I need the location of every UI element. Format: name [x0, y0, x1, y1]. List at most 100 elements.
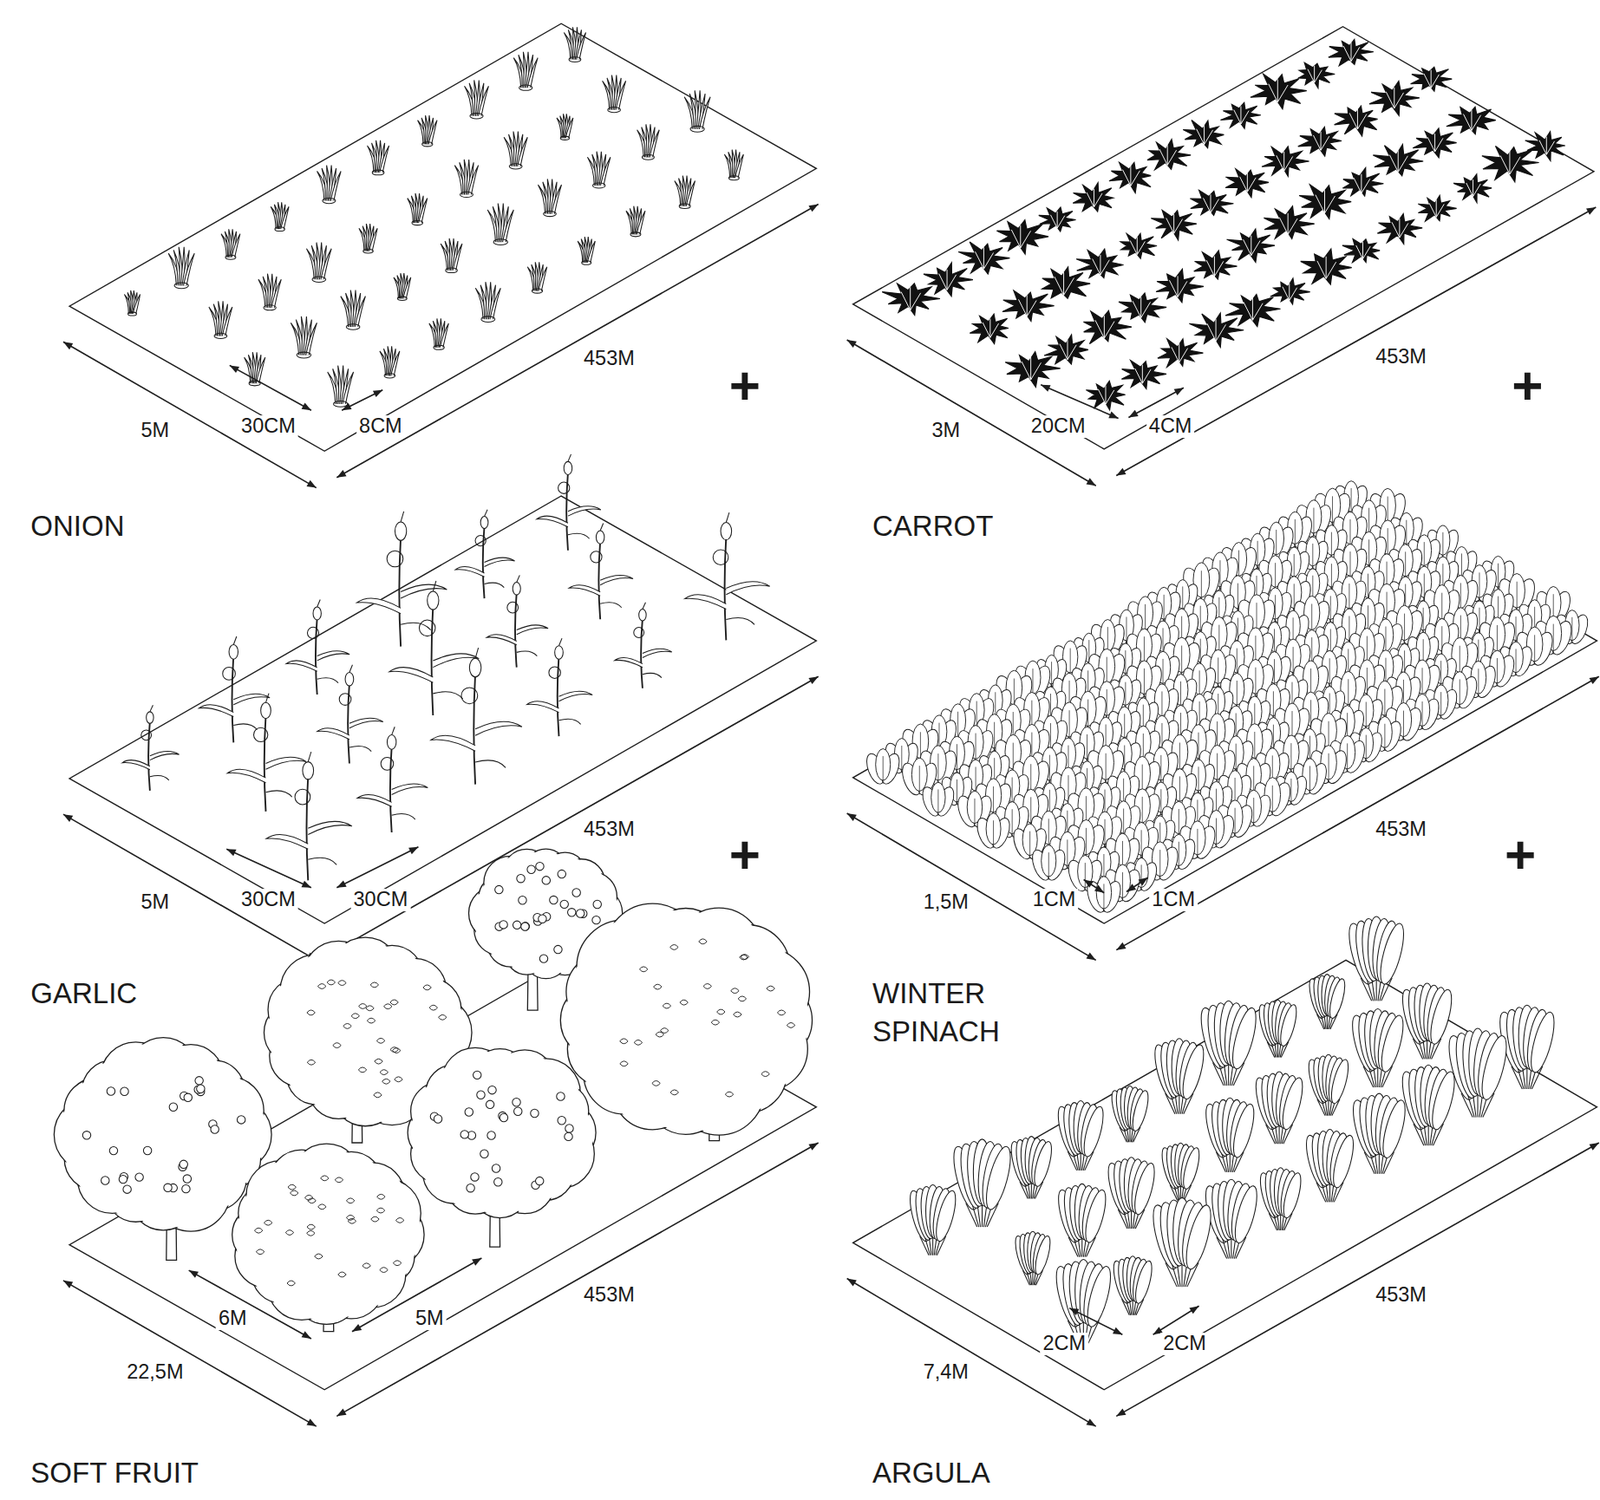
- spinach-vein: [1105, 753, 1107, 784]
- carrot-top: [1334, 105, 1378, 137]
- fruit: [499, 920, 508, 929]
- onion-leaf: [600, 156, 611, 186]
- carrot-vein: [1317, 256, 1337, 280]
- garlic-bud: [427, 591, 439, 610]
- garlic-leaf: [349, 718, 384, 729]
- fruit: [118, 1175, 127, 1183]
- argula-leaf: [1375, 921, 1409, 987]
- carrot-vein: [1343, 42, 1360, 62]
- fruit: [499, 1113, 508, 1122]
- spinach-vein: [1159, 849, 1161, 881]
- onion-leaf: [369, 228, 378, 251]
- tree-leaf-detail: [438, 1014, 447, 1020]
- garlic-leaf: [150, 751, 180, 761]
- garlic-leaf: [150, 775, 170, 780]
- tree-leaf-detail: [255, 1249, 264, 1255]
- dimension-line: [336, 203, 818, 477]
- tree-leaf-detail: [346, 1214, 354, 1221]
- fruit: [539, 954, 548, 963]
- onion-leaf: [342, 372, 354, 405]
- garlic-scape: [418, 620, 436, 637]
- tree-leaf-detail: [724, 1091, 733, 1098]
- garlic-bud: [302, 762, 314, 780]
- spinach-vein: [1237, 583, 1239, 613]
- tree-leaf-detail: [370, 982, 379, 988]
- garlic-leaf: [400, 622, 432, 630]
- onion-base: [274, 227, 285, 232]
- spinach-vein: [1084, 862, 1086, 891]
- spinach-vein: [1048, 818, 1050, 849]
- carrot-vein: [1353, 174, 1371, 194]
- dimension-line: [336, 1142, 818, 1417]
- spinach-vein: [1496, 658, 1498, 687]
- fruit: [488, 1085, 497, 1094]
- spinach-vein: [1365, 702, 1367, 731]
- carrot-vein: [1349, 109, 1367, 130]
- garlic-tip: [391, 726, 396, 735]
- tree-leaf-detail: [374, 1058, 383, 1065]
- tree-leaf-detail: [318, 1204, 327, 1210]
- garlic-leaf: [357, 598, 402, 614]
- tree-leaf-detail: [347, 1218, 356, 1224]
- garlic-leaf: [527, 701, 560, 713]
- tree-canopy-fill: [104, 1076, 223, 1194]
- dimension-arrows: [63, 1142, 819, 1427]
- dimension-line: [847, 813, 1097, 960]
- onion-base: [630, 232, 641, 237]
- onion-base: [312, 276, 327, 283]
- carrot-top: [1377, 214, 1423, 245]
- fruit: [210, 1125, 219, 1134]
- fruit: [480, 1149, 489, 1158]
- garlic-leaf: [486, 634, 517, 646]
- garlic-leaf: [122, 760, 151, 771]
- onion-leaf: [452, 243, 463, 271]
- plot-outline: [853, 495, 1598, 924]
- fruit: [143, 1146, 151, 1155]
- spinach-vein: [1442, 532, 1444, 559]
- tree-leaf-detail: [633, 1039, 642, 1045]
- spinach-vein: [956, 779, 958, 805]
- garlic-leaf: [536, 515, 569, 528]
- dimension-line: [1116, 676, 1600, 950]
- spinach-vein: [1123, 809, 1124, 838]
- arrow-head: [471, 1258, 482, 1267]
- garlic-bud: [313, 607, 321, 621]
- onion-base: [322, 197, 336, 203]
- garlic-bud: [720, 522, 732, 540]
- garlic-leaf: [614, 657, 643, 667]
- arrow-head: [229, 365, 240, 373]
- spinach-vein: [1290, 743, 1292, 773]
- spinach-vein: [1405, 520, 1407, 548]
- carrot-vein: [982, 319, 999, 339]
- tree-leaf-detail: [660, 1028, 669, 1034]
- spinach-vein: [1103, 883, 1104, 912]
- spinach-vein: [1534, 634, 1535, 666]
- carrot-top: [1369, 81, 1420, 117]
- dimension-line: [1040, 385, 1118, 419]
- carrot-vein: [1307, 65, 1322, 83]
- tree-leaf-detail: [698, 939, 707, 945]
- garlic-scape: [306, 626, 319, 639]
- garlic-bud: [228, 644, 238, 660]
- fruit: [120, 1087, 129, 1096]
- carrot-top: [1085, 380, 1125, 410]
- tree-leaf-detail: [263, 1220, 272, 1226]
- argula-leaf: [1178, 1043, 1209, 1102]
- arrow-head: [1128, 410, 1138, 418]
- spinach-vein: [1178, 809, 1180, 837]
- spinach-vein: [1215, 818, 1217, 849]
- garlic-leaf: [317, 651, 350, 661]
- spinach-vein: [1161, 691, 1163, 719]
- carrot-top: [1109, 162, 1151, 193]
- fruit: [163, 1183, 172, 1192]
- garlic-bud: [345, 672, 354, 686]
- garlic-leaf: [516, 651, 538, 657]
- tree-leaf-detail: [652, 1080, 660, 1086]
- tree-leaf-detail: [737, 996, 746, 1002]
- arrow-head: [1126, 883, 1137, 892]
- garlic-leaf: [349, 745, 372, 752]
- onion-base: [214, 333, 228, 339]
- carrot-top: [1225, 169, 1269, 198]
- spinach-vein: [1236, 648, 1238, 677]
- onion-base: [690, 125, 705, 132]
